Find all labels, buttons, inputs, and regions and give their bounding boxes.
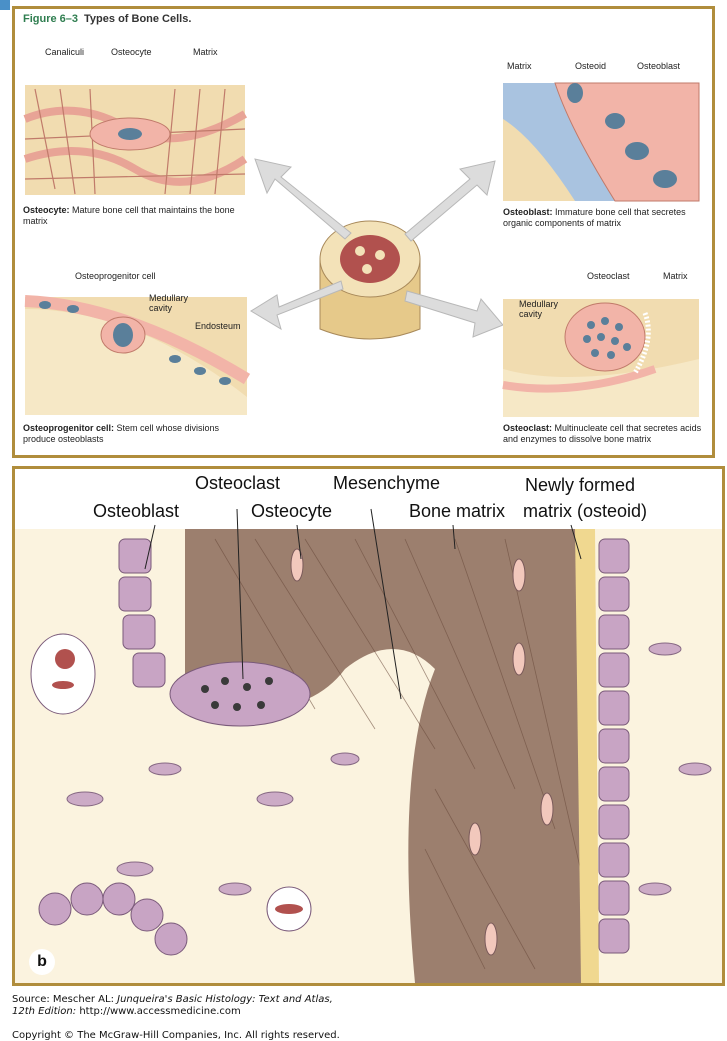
label-canaliculi: Canaliculi <box>45 47 84 57</box>
copyright-notice: Copyright © The McGraw-Hill Companies, I… <box>12 1030 340 1041</box>
arrow-to-osteoblast <box>405 161 495 241</box>
arrow-to-osteocyte <box>255 159 351 239</box>
osteocyte-caption: Osteocyte: Mature bone cell that maintai… <box>23 205 253 227</box>
center-bone-cross-section <box>320 221 420 339</box>
osteocyte-illustration <box>25 85 245 195</box>
label-medullary-cavity: Medullary cavity <box>149 293 209 313</box>
label-osteoprogenitor-cell: Osteoprogenitor cell <box>75 271 156 281</box>
label-b-osteoclast: Osteoclast <box>195 473 280 494</box>
osteoprogenitor-illustration <box>25 297 247 415</box>
label-b-osteocyte: Osteocyte <box>251 501 332 522</box>
label-matrix: Matrix <box>193 47 218 57</box>
label-osteoid: Osteoid <box>575 61 606 71</box>
source-link[interactable]: http://www.accessmedicine.com <box>76 1006 241 1017</box>
label-b-osteoid: matrix (osteoid) <box>523 501 647 522</box>
label-b-osteoblast: Osteoblast <box>93 501 179 522</box>
label-matrix-osteoblast: Matrix <box>507 61 532 71</box>
histology-illustration <box>15 469 722 983</box>
label-medullary-cavity-osteoclast: Medullary cavity <box>519 299 579 319</box>
label-b-mesenchyme: Mesenchyme <box>333 473 440 494</box>
label-osteoclast: Osteoclast <box>587 271 630 281</box>
label-b-newly-formed: Newly formed <box>525 475 635 496</box>
label-endosteum: Endosteum <box>195 321 241 331</box>
panel-a-illustration <box>15 9 712 455</box>
osteoprogenitor-caption: Osteoprogenitor cell: Stem cell whose di… <box>23 423 253 445</box>
osteoclast-caption: Osteoclast: Multinucleate cell that secr… <box>503 423 709 445</box>
panel-letter: b <box>29 949 55 975</box>
osteoblast-illustration <box>503 83 699 201</box>
label-osteocyte: Osteocyte <box>111 47 152 57</box>
label-osteoblast: Osteoblast <box>637 61 680 71</box>
panel-b-histology: Osteoclast Mesenchyme Newly formed Osteo… <box>12 466 725 986</box>
corner-tab-icon <box>0 0 10 10</box>
label-matrix-osteoclast: Matrix <box>663 271 688 281</box>
label-b-bone-matrix: Bone matrix <box>409 501 505 522</box>
source-credit: Source: Mescher AL: Junqueira's Basic Hi… <box>12 994 333 1018</box>
osteoblast-caption: Osteoblast: Immature bone cell that secr… <box>503 207 703 229</box>
